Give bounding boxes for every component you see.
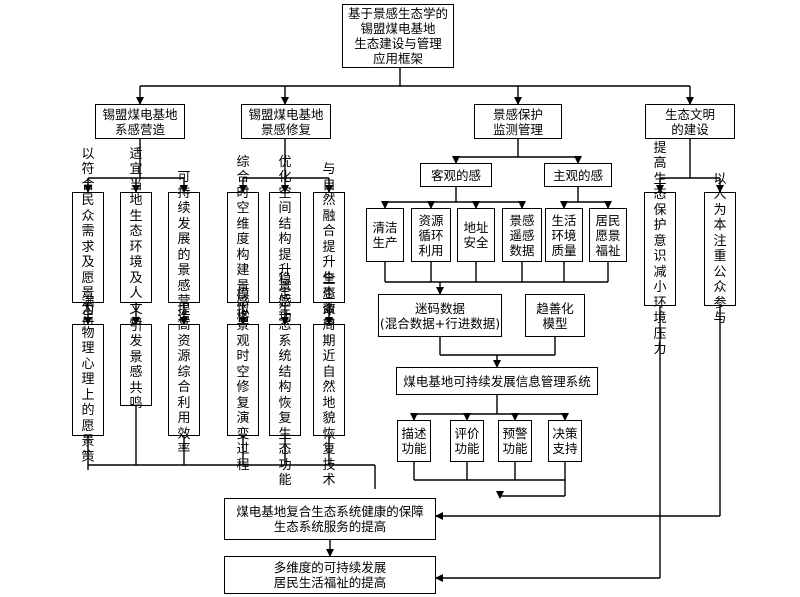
evaluation-function-box: 评价 功能 <box>450 420 484 462</box>
satisfy-vision-box: 满 足 物 理 心 理 上 的 愿 景 策 <box>72 295 104 465</box>
public-participation-box: 以 人 为 本 注 重 公 众 参 与 <box>704 172 736 326</box>
lifecycle-restoration-box: 全 生 命 周 期 近 自 然 地 貌 恢 复 技 术 <box>313 272 345 488</box>
sustainable-development-box: 多维度的可持续发展 居民生活福祉的提高 <box>224 556 436 594</box>
subjective-sense-box: 主观的感 <box>544 163 612 187</box>
resonance-box: 引 发 景 感 共 鸣 <box>120 319 152 411</box>
spatial-structure-box: 优 化 空 间 结 构 提 升 景 感 功 能 <box>269 155 301 340</box>
remote-sensing-box: 景感 遥感 数据 <box>502 208 542 262</box>
stabilize-ecosystem-box: 稳 定 生 态 系 统 结 构 恢 复 生 态 功 能 <box>269 272 301 488</box>
living-quality-box: 生活 环境 质量 <box>545 208 583 262</box>
public-needs-box: 以 符 合 民 众 需 求 及 愿 景 为 目 的 <box>72 147 104 348</box>
improvement-model-box: 趋善化 模型 <box>525 294 585 337</box>
local-features-box: 适 宜 当 地 生 态 环 境 及 人 文 特 征 <box>120 147 152 348</box>
objective-sense-box: 客观的感 <box>420 163 492 187</box>
monitoring-management-box: 景感保护 监测管理 <box>474 104 562 139</box>
protection-awareness-box: 提 高 生 态 保 护 意 识 减 小 环 境 压 力 <box>644 141 676 357</box>
nature-integration-box: 与 自 然 融 合 提 升 生 态 效 益 <box>313 162 345 332</box>
framework-title-box: 基于景感生态学的 锡盟煤电基地 生态建设与管理 应用框架 <box>342 4 454 68</box>
warning-function-box: 预警 功能 <box>498 420 532 462</box>
sustainable-creation-box: 可 持 续 发 展 的 景 感 营 造 <box>168 170 200 325</box>
information-system-box: 煤电基地可持续发展信息管理系统 <box>396 367 598 395</box>
simulate-restoration-box: 模 拟 景 观 时 空 修 复 演 变 过 程 <box>227 287 259 473</box>
ecological-civilization-box: 生态文明 的建设 <box>645 104 735 139</box>
resource-efficiency-box: 提 高 资 源 综 合 利 用 效 率 <box>168 303 200 457</box>
description-function-box: 描述 功能 <box>397 420 431 462</box>
landscape-restoration-box: 锡盟煤电基地 景感修复 <box>241 104 331 139</box>
ecosystem-health-box: 煤电基地复合生态系统健康的保障 生态系统服务的提高 <box>224 498 436 540</box>
mixed-data-box: 迷码数据 (混合数据+行进数据) <box>378 294 502 337</box>
decision-support-box: 决策 支持 <box>548 420 582 462</box>
resident-welfare-box: 居民 愿景 福祉 <box>589 208 627 262</box>
geological-safety-box: 地址 安全 <box>457 208 495 262</box>
clean-production-box: 清洁 生产 <box>366 208 404 262</box>
landscape-creation-box: 锡盟煤电基地 系感营造 <box>95 104 185 139</box>
resource-recycling-box: 资源 循环 利用 <box>411 208 451 262</box>
